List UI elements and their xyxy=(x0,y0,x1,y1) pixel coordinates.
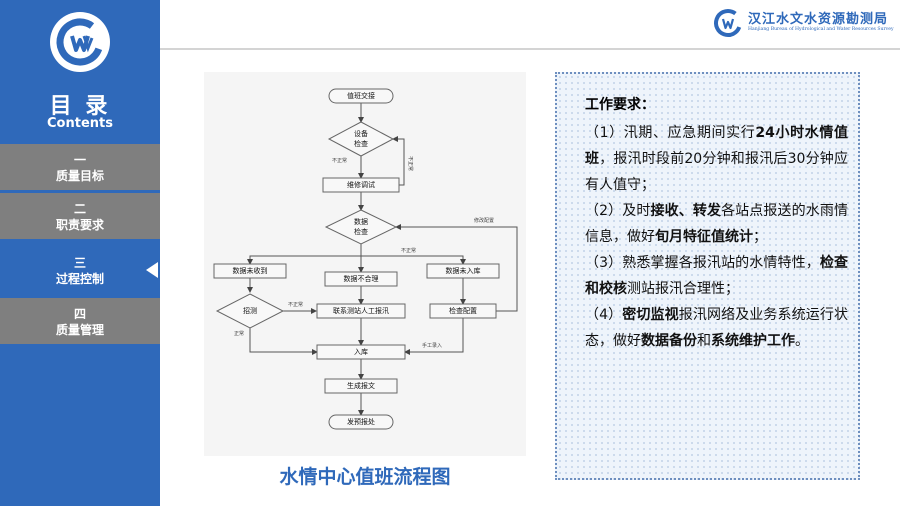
node-data-unreasonable-shape xyxy=(324,271,398,287)
node-generate-report-shape xyxy=(324,378,398,394)
flowchart-caption: 水情中心值班流程图 xyxy=(279,466,451,488)
requirement-text: 。 xyxy=(795,333,809,349)
node-device-check: 设备检查 xyxy=(354,130,368,148)
requirement-text: ，报汛时段前20分钟和报汛后30分钟应有人值守； xyxy=(585,151,848,193)
label-modify-config: 修改配置 xyxy=(474,217,494,224)
nav-item-label: 过程控制 xyxy=(55,272,104,286)
node-send-report: 发预报处 xyxy=(347,417,375,426)
org-name-english: Hanjiang Bureau of Hydrological and Wate… xyxy=(748,27,894,32)
requirement-emphasis: 旬月特征值统计 xyxy=(655,229,753,245)
top-bar xyxy=(160,0,900,50)
nav-item-number: 一 xyxy=(73,153,86,167)
label-abnormal: 不正常 xyxy=(401,247,416,254)
node-start: 值班交接 xyxy=(347,91,375,100)
requirement-emphasis: 24小时水情值班 xyxy=(585,125,848,167)
contents-subtitle: Contents xyxy=(47,116,113,131)
nav-item-number: 四 xyxy=(73,307,86,321)
node-send-report-shape xyxy=(328,414,394,430)
nav-item-label: 质量目标 xyxy=(55,169,104,183)
node-contact-station-shape xyxy=(316,303,406,319)
label-abnormal: 不正常 xyxy=(288,301,303,308)
contents-title: 目 录 xyxy=(49,94,111,119)
requirement-item: （2）及时接收、转发各站点报送的水雨情信息，做好旬月特征值统计； xyxy=(585,198,848,250)
nav-item-number: 三 xyxy=(73,256,86,270)
node-check-config: 检查配置 xyxy=(449,306,477,315)
node-data-unreasonable: 数据不合理 xyxy=(344,274,379,283)
node-data-not-received-shape xyxy=(213,263,287,279)
node-data-not-stored-shape xyxy=(426,263,500,279)
requirement-emphasis: 密切监视 xyxy=(622,307,679,323)
label-manual-input: 手工录入 xyxy=(422,342,442,349)
requirements-panel: 工作要求： （1）汛期、应急期间实行24小时水情值班，报汛时段前20分钟和报汛后… xyxy=(555,72,860,480)
label-normal: 正常 xyxy=(234,330,244,337)
node-store: 入库 xyxy=(354,347,368,356)
node-device-check-shape xyxy=(327,121,395,157)
nav-item-quality-management[interactable]: 四 质量管理 xyxy=(0,298,160,344)
org-name: 汉江水文水资源勘测局 xyxy=(748,12,889,27)
node-contact-station: 联系测站人工报汛 xyxy=(333,306,389,315)
node-check-config-shape xyxy=(429,303,497,319)
requirements-title: 工作要求： xyxy=(585,97,655,113)
brand-logo-icon xyxy=(714,9,742,37)
requirement-text: （4） xyxy=(585,307,623,323)
requirement-emphasis: 数据备份 xyxy=(641,333,697,349)
nav-item-label: 质量管理 xyxy=(55,323,104,337)
org-logo-icon xyxy=(50,12,110,72)
active-indicator-arrow-icon xyxy=(146,262,158,278)
flowchart-panel: 值班交接 设备检查 维修调试 数据检查 数据未收到 数据不合理 数据未入库 招测… xyxy=(204,72,526,456)
requirement-text: 测站报汛合理性； xyxy=(627,281,739,297)
requirement-text: （2）及时 xyxy=(585,203,651,219)
nav-item-process-control[interactable]: 三 过程控制 xyxy=(0,247,160,293)
requirement-text: （3）熟悉掌握各报汛站的水情特性， xyxy=(585,255,820,271)
requirement-text: 各站点报送的水雨情信息，做好 xyxy=(585,203,848,245)
nav-item-label: 职责要求 xyxy=(55,218,104,232)
label-abnormal: 不正常 xyxy=(332,157,347,164)
requirement-emphasis: 系统维护工作 xyxy=(711,333,795,349)
node-data-check-shape xyxy=(324,209,398,245)
node-start-shape xyxy=(328,88,394,104)
nav-item-number: 二 xyxy=(73,202,86,216)
requirement-item: （1）汛期、应急期间实行24小时水情值班，报汛时段前20分钟和报汛后30分钟应有… xyxy=(585,120,848,198)
requirement-text: ； xyxy=(753,229,767,245)
node-generate-report: 生成报文 xyxy=(347,381,375,390)
flow-shapes xyxy=(213,88,500,430)
node-store-shape xyxy=(316,344,406,360)
sidebar: 目 录 Contents 一 质量目标 二 职责要求 三 过程控制 四 质量管理 xyxy=(0,0,160,506)
nav-item-responsibilities[interactable]: 二 职责要求 xyxy=(0,193,160,239)
requirement-emphasis: 检查和校核 xyxy=(585,255,849,297)
node-call: 招测 xyxy=(243,306,257,315)
node-call-shape xyxy=(215,293,285,329)
label-abnormal: 不正常 xyxy=(407,156,414,171)
flow-connectors xyxy=(247,103,518,416)
flowchart-diagram: 值班交接 设备检查 维修调试 数据检查 数据未收到 数据不合理 数据未入库 招测… xyxy=(213,88,518,430)
requirement-item: （4）密切监视报汛网络及业务系统运行状态，做好数据备份和系统维护工作。 xyxy=(585,302,848,354)
requirement-text: 报汛网络及业务系统运行状态，做好 xyxy=(585,307,849,349)
requirement-text: 和 xyxy=(697,333,711,349)
nav-item-quality-goals[interactable]: 一 质量目标 xyxy=(0,144,160,190)
node-repair-shape xyxy=(322,177,400,193)
requirement-item: （3）熟悉掌握各报汛站的水情特性，检查和校核测站报汛合理性； xyxy=(585,250,848,302)
node-data-not-received: 数据未收到 xyxy=(233,266,268,275)
requirement-emphasis: 接收、转发 xyxy=(650,203,722,219)
requirement-text: （1）汛期、应急期间实行 xyxy=(585,125,756,141)
node-data-not-stored: 数据未入库 xyxy=(446,266,481,275)
node-data-check: 数据检查 xyxy=(354,218,368,236)
node-repair: 维修调试 xyxy=(347,180,375,189)
